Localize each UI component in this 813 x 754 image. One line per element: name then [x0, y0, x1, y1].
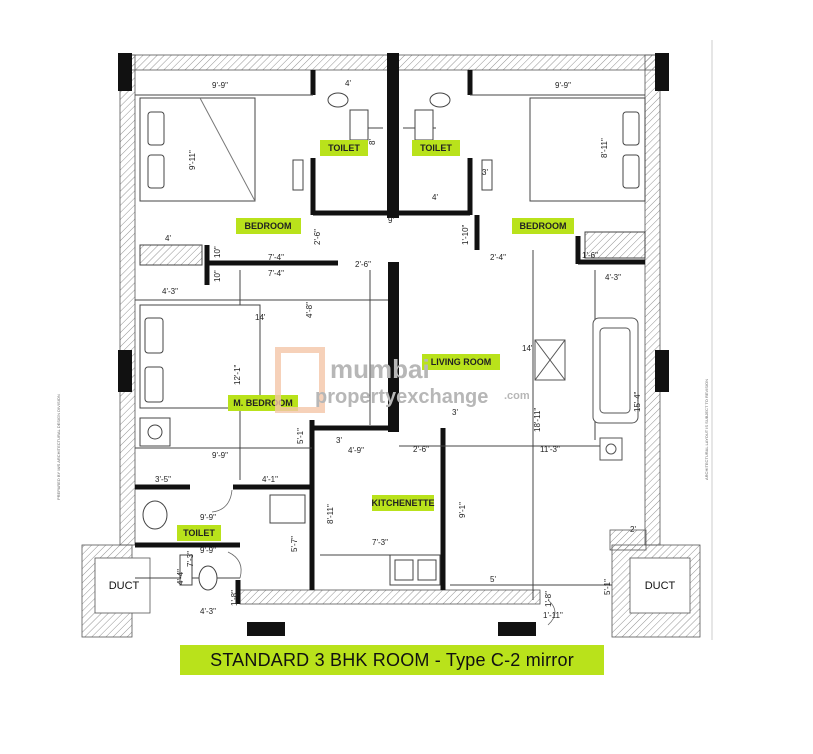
master-fixtures	[139, 417, 306, 524]
label-master-bedroom: M. BEDROOM	[233, 398, 293, 408]
dim-label: 7'-4"	[268, 269, 284, 278]
label-duct-left: DUCT	[109, 580, 140, 592]
bed-right	[529, 97, 646, 202]
dim-label: 4'-9"	[348, 446, 364, 455]
dim-label: 9'-11"	[188, 150, 197, 170]
dim-label: 9'-9"	[212, 81, 228, 90]
dim-label: 2'-6"	[413, 445, 429, 454]
dim-label: 2'-6"	[355, 260, 371, 269]
dim-label: 12'-1"	[233, 364, 242, 385]
dim-label: 4'	[165, 234, 171, 243]
dim-label: 8'-11"	[326, 504, 335, 524]
toilet-fixtures-bottom	[142, 500, 218, 591]
dim-label: 10"	[213, 246, 222, 258]
dim-label: 3'	[482, 168, 488, 177]
label-bedroom-right: BEDROOM	[520, 221, 567, 231]
caption-banner	[180, 645, 604, 675]
label-toilet-top-right: TOILET	[420, 143, 452, 153]
watermark-brand-suffix: .com	[504, 390, 530, 402]
dim-label: 11'-3"	[540, 445, 560, 454]
dim-label: 4'-4"	[176, 569, 185, 585]
dim-label: 2'-6"	[313, 229, 322, 245]
dim-label: 1'-11"	[543, 611, 563, 620]
dim-label: 3'-5"	[155, 475, 171, 484]
label-living-room: LIVING ROOM	[431, 357, 492, 367]
wardrobe-left	[139, 244, 203, 266]
dim-label: 7'-3"	[372, 538, 388, 547]
dim-label: 5'-1"	[296, 428, 305, 444]
dim-label: 8'	[368, 139, 377, 145]
watermark-brand-bottom: propertyexchange	[315, 386, 488, 408]
watermark: mumbai propertyexchange .com	[275, 347, 530, 413]
plan-caption: STANDARD 3 BHK ROOM - Type C-2 mirror	[210, 650, 574, 670]
dim-label: 9'-9"	[200, 546, 216, 555]
dim-label: 9'	[388, 216, 394, 225]
interior-walls	[135, 70, 645, 604]
dim-label: 4'-3"	[162, 287, 178, 296]
dim-label: 9'-9"	[555, 81, 571, 90]
label-duct-right: DUCT	[645, 580, 676, 592]
side-note-left: PREPARED BY M/S ARCHITECTURAL DESIGN DIV…	[56, 394, 61, 500]
dim-label: 8'-11"	[600, 138, 609, 158]
watermark-brand-top: mumbai	[330, 354, 430, 384]
dim-label: 4'-3"	[605, 273, 621, 282]
dim-label: 3'	[452, 408, 458, 417]
label-toilet-bottom: TOILET	[183, 528, 215, 538]
dim-label: 7'-4"	[268, 253, 284, 262]
dim-label: 9'-1"	[458, 502, 467, 518]
label-bedroom-left: BEDROOM	[245, 221, 292, 231]
dim-label: 14'	[255, 313, 266, 322]
room-labels: TOILET TOILET BEDROOM BEDROOM LIVING ROO…	[109, 140, 676, 592]
dim-label: 4'	[345, 79, 351, 88]
dim-label: 10"	[213, 270, 222, 282]
dim-label: 5'-1"	[603, 579, 612, 595]
dim-label: 15'-4"	[633, 391, 642, 412]
dim-label: 7'-3"	[186, 551, 195, 567]
dim-label: 1'-8"	[544, 591, 553, 607]
duct-left-box	[94, 557, 151, 614]
living-furniture	[534, 317, 639, 461]
dim-label: 1'-8"	[230, 590, 239, 606]
bed-left	[139, 97, 256, 202]
dim-label: 4'-1"	[262, 475, 278, 484]
dim-label: 2'	[630, 525, 636, 534]
duct-right-box	[629, 557, 691, 614]
dim-label: 1'-6"	[582, 251, 598, 260]
dim-label: 2'-4"	[490, 253, 506, 262]
dim-label: 4'-3"	[200, 607, 216, 616]
label-toilet-top-left: TOILET	[328, 143, 360, 153]
kitchen-counter	[389, 554, 441, 586]
dim-label: 9'-9"	[212, 451, 228, 460]
dim-label: 1'-10"	[461, 224, 470, 245]
columns	[118, 53, 669, 636]
dim-label: 5'-7"	[290, 536, 299, 552]
toilet-fixtures-top	[292, 92, 493, 191]
dim-label: 9'-9"	[200, 513, 216, 522]
dim-label: 14'	[522, 344, 533, 353]
label-kitchenette: KITCHENETTE	[372, 498, 435, 508]
bed-master	[139, 304, 261, 409]
dim-label: 18'-11"	[533, 408, 542, 432]
door-swings	[211, 489, 556, 626]
side-note-right: ARCHITECTURAL LAYOUT IS SUBJECT TO REVIS…	[704, 379, 709, 480]
dim-label: 5'	[490, 575, 496, 584]
dimension-labels: 9'-9" 4' 9'-9" 9'-11" 8'-11" 8' 3' 4' 9'…	[155, 79, 642, 620]
dim-label: 4'	[432, 193, 438, 202]
dim-label: 4'-8"	[305, 302, 314, 318]
wardrobe-right	[584, 231, 646, 259]
dim-label: 3'	[336, 436, 342, 445]
